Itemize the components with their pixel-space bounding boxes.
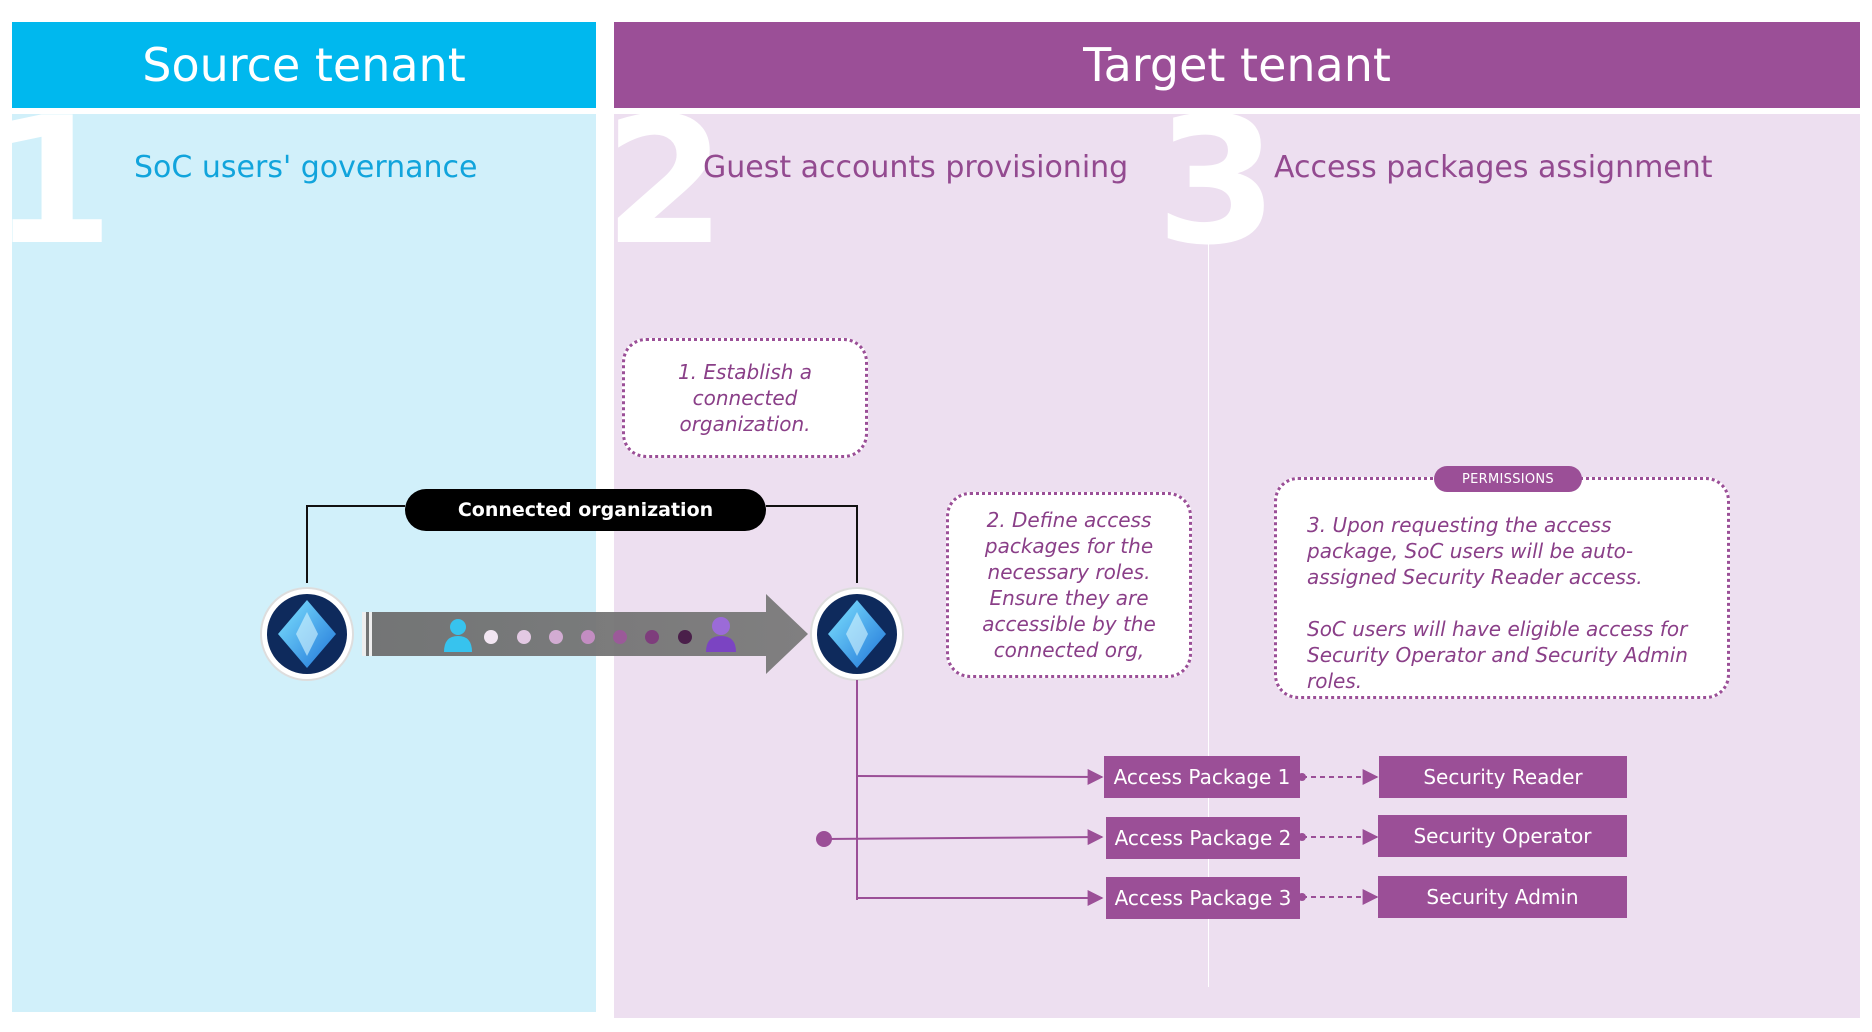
role-security-reader-label: Security Reader — [1423, 765, 1583, 789]
access-package-3: Access Package 3 — [1106, 877, 1300, 919]
package-connector-lines — [816, 680, 1104, 906]
role-security-operator-label: Security Operator — [1413, 824, 1592, 848]
connected-organization-text: Connected organization — [457, 499, 714, 521]
role-security-operator: Security Operator — [1378, 815, 1627, 857]
connected-org-bracket — [306, 505, 858, 583]
step-3-text-1: 3. Upon requesting the access package, S… — [1307, 513, 1643, 589]
role-connector-lines — [1298, 769, 1379, 905]
access-package-2: Access Package 2 — [1106, 817, 1300, 859]
phase-2-number: 2 — [604, 81, 726, 284]
source-entra-id-icon — [260, 587, 354, 681]
source-tenant-panel — [12, 114, 596, 1012]
access-package-1-label: Access Package 1 — [1113, 765, 1291, 789]
role-security-reader: Security Reader — [1379, 756, 1627, 798]
phase-3-title: Access packages assignment — [1274, 150, 1713, 185]
guest-user-icon — [706, 617, 736, 652]
permissions-badge: PERMISSIONS — [1434, 466, 1582, 492]
step-3-text-2: SoC users will have eligible access for … — [1307, 617, 1688, 693]
access-package-2-label: Access Package 2 — [1114, 826, 1292, 850]
source-tenant-header: Source tenant — [12, 22, 596, 108]
permissions-badge-text: PERMISSIONS — [1462, 471, 1554, 487]
source-tenant-title: Source tenant — [142, 38, 466, 92]
phase-1-title: SoC users' governance — [134, 150, 478, 185]
role-security-admin: Security Admin — [1378, 876, 1627, 918]
flow-dots — [484, 630, 692, 644]
phase-2-title: Guest accounts provisioning — [703, 150, 1129, 185]
phase-3-number: 3 — [1156, 81, 1278, 284]
user-icon — [444, 619, 472, 652]
role-security-admin-label: Security Admin — [1426, 885, 1579, 909]
target-tenant-header: Target tenant — [614, 22, 1860, 108]
target-tenant-title: Target tenant — [1083, 38, 1391, 92]
phase-1-number: 1 — [0, 81, 114, 284]
target-entra-id-icon — [810, 587, 904, 681]
step-1-text: 1. Establish a connected organization. — [677, 360, 813, 436]
access-package-1: Access Package 1 — [1104, 756, 1300, 798]
connected-organization-label: Connected organization — [405, 489, 766, 531]
access-package-3-label: Access Package 3 — [1114, 886, 1292, 910]
phase-divider — [1208, 230, 1209, 987]
step-2-callout: 2. Define access packages for the necess… — [946, 492, 1192, 678]
step-2-text: 2. Define access packages for the necess… — [982, 508, 1156, 662]
step-1-callout: 1. Establish a connected organization. — [622, 338, 868, 458]
step-3-callout: 3. Upon requesting the access package, S… — [1274, 477, 1730, 699]
